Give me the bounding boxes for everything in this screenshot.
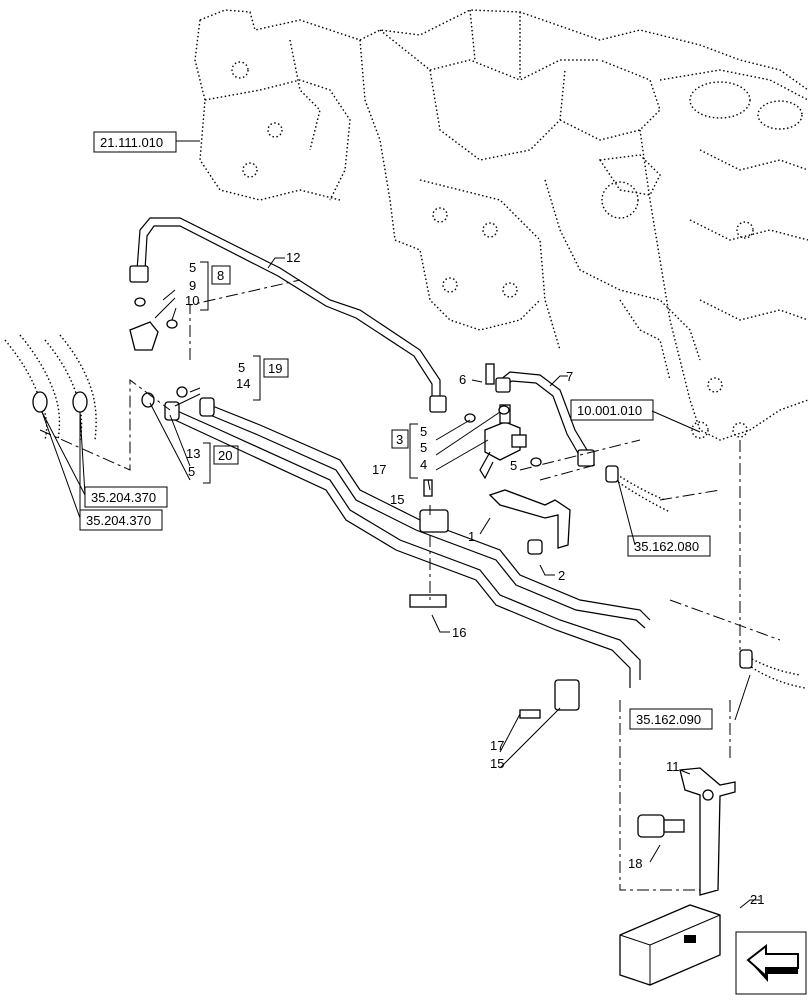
callout-6: 6	[459, 372, 466, 387]
leader-lines	[41, 140, 760, 909]
kit-19-label: 19	[268, 361, 282, 376]
kit-20-label: 20	[218, 448, 232, 463]
callout-15: 15	[490, 756, 504, 771]
callout-14: 14	[236, 376, 250, 391]
pipes-13-14	[164, 397, 651, 688]
kit-3-label: 3	[396, 432, 403, 447]
callout-12: 12	[286, 250, 300, 265]
callout-11: 11	[666, 759, 680, 774]
kit-8[interactable]: 8	[211, 265, 231, 285]
kit-8-label: 8	[217, 268, 224, 283]
ref-engine-label: 10.001.010	[577, 403, 642, 418]
callout-5: 5	[510, 458, 517, 473]
callout-21: 21	[750, 892, 764, 907]
callout-13: 13	[186, 446, 200, 461]
kit-19[interactable]: 19	[263, 358, 289, 378]
left-hoses	[4, 334, 97, 441]
callout-17: 17	[490, 738, 504, 753]
engine-block	[619, 69, 809, 441]
callout-5: 5	[188, 464, 195, 479]
callout-5: 5	[189, 260, 196, 275]
callout-1: 1	[468, 529, 475, 544]
ref-hose-left-a[interactable]: 35.204.370	[84, 486, 168, 508]
callout-7: 7	[566, 369, 573, 384]
callout-10: 10	[185, 293, 199, 308]
ref-engine[interactable]: 10.001.010	[570, 399, 654, 421]
callout-17: 17	[372, 462, 386, 477]
callout-5: 5	[420, 440, 427, 455]
callout-2: 2	[558, 568, 565, 583]
kit-3[interactable]: 3	[391, 429, 409, 449]
ref-hose-left-a-label: 35.204.370	[91, 490, 156, 505]
pipe-12	[129, 217, 447, 413]
callout-4: 4	[420, 457, 427, 472]
ref-hose-right[interactable]: 35.162.090	[629, 708, 713, 730]
right-hoses	[605, 465, 806, 689]
ref-hose-mid[interactable]: 35.162.080	[627, 535, 711, 557]
ref-transmission-label: 21.111.010	[100, 135, 163, 150]
bracket-1	[488, 489, 571, 555]
callout-9: 9	[189, 278, 196, 293]
arrow-left-icon[interactable]	[735, 931, 807, 995]
callout-18: 18	[628, 856, 642, 871]
clamp-lower	[519, 679, 580, 719]
bracket-11	[637, 767, 736, 896]
callout-5: 5	[238, 360, 245, 375]
callout-5: 5	[420, 424, 427, 439]
clamp-upper	[409, 479, 449, 608]
callout-15: 15	[390, 492, 404, 507]
callouts: 5 9 10 12 5 14 13 5 6 7 5 5 4 5 17 15 1 …	[185, 250, 764, 907]
kit-brackets	[200, 261, 418, 484]
fittings-upper	[129, 297, 542, 467]
callout-16: 16	[452, 625, 466, 640]
ref-hose-mid-label: 35.162.080	[634, 539, 699, 554]
ref-hose-left-b[interactable]: 35.204.370	[79, 509, 163, 531]
ref-hose-right-label: 35.162.090	[636, 712, 701, 727]
transmission-housing	[194, 9, 809, 361]
ref-hose-left-b-label: 35.204.370	[86, 513, 151, 528]
center-lines	[39, 279, 781, 891]
ref-transmission[interactable]: 21.111.010	[93, 131, 177, 153]
kit-box-21	[619, 904, 721, 986]
kit-20[interactable]: 20	[213, 445, 239, 465]
